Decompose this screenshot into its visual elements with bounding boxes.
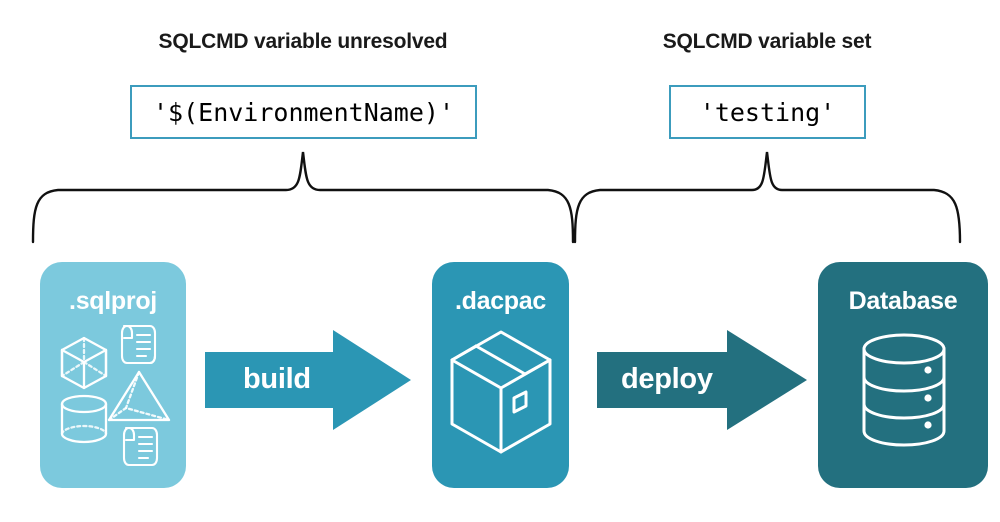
arrow-build-label: build <box>243 363 311 395</box>
scroll-icon <box>122 426 159 467</box>
package-box-icon <box>450 330 552 454</box>
pyramid-icon <box>107 370 171 422</box>
arrow-deploy-label: deploy <box>621 363 713 395</box>
stage-box-database: Database <box>818 262 988 488</box>
code-box-environment-name: '$(EnvironmentName)' <box>130 85 477 139</box>
database-cylinder-icon <box>862 333 946 447</box>
stage-label-database: Database <box>848 287 958 315</box>
stage-label-dacpac: .dacpac <box>454 287 546 315</box>
heading-sqlcmd-unresolved: SQLCMD variable unresolved <box>158 30 448 53</box>
arrow-deploy: deploy <box>597 330 807 430</box>
db-indicator-dot <box>924 366 932 374</box>
stage-box-sqlproj: .sqlproj <box>40 262 186 488</box>
arrow-right-icon <box>205 330 411 430</box>
brace-build-scope-icon <box>31 151 575 244</box>
sqlproj-artifacts-icon-group <box>60 324 171 467</box>
heading-sqlcmd-set: SQLCMD variable set <box>662 30 872 53</box>
cube-icon <box>60 336 108 390</box>
stage-label-sqlproj: .sqlproj <box>69 287 157 315</box>
db-indicator-dot <box>924 421 932 429</box>
cylinder-icon <box>60 394 108 444</box>
scroll-icon <box>120 324 157 365</box>
code-box-testing: 'testing' <box>669 85 866 139</box>
arrow-right-icon <box>597 330 807 430</box>
db-indicator-dot <box>924 394 932 402</box>
stage-box-dacpac: .dacpac <box>432 262 569 488</box>
arrow-build: build <box>205 330 411 430</box>
brace-deploy-scope-icon <box>573 151 962 244</box>
